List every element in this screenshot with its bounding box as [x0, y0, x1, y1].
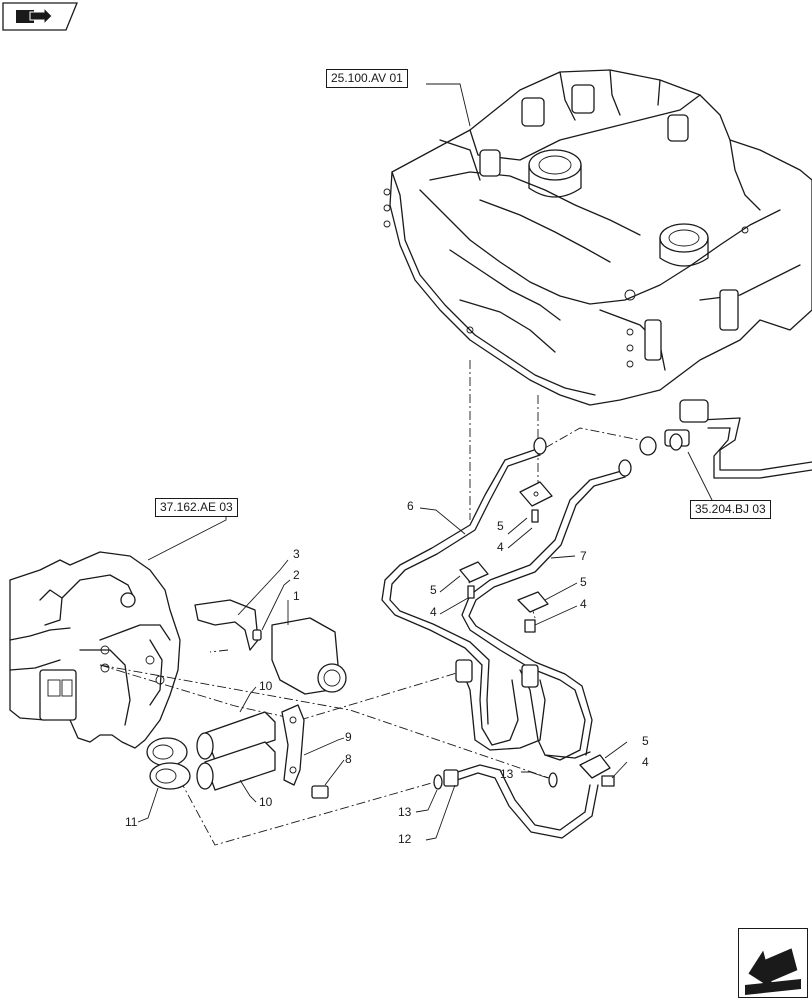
callout-5-c: 5 [580, 575, 587, 589]
callout-8: 8 [345, 752, 352, 766]
callout-10-upper: 10 [259, 679, 273, 693]
callout-11: 11 [125, 815, 138, 829]
callout-13-right: 13 [500, 767, 514, 781]
callout-labels: 3 2 1 10 9 8 10 11 6 5 4 7 5 4 5 4 5 4 1… [125, 499, 649, 846]
callout-13-left: 13 [398, 805, 412, 819]
top-nav-button[interactable] [2, 2, 78, 31]
callout-5-b: 5 [430, 583, 437, 597]
callout-5-a: 5 [497, 519, 504, 533]
callout-7: 7 [580, 549, 587, 563]
front-axle-support-frame [383, 69, 812, 406]
callout-12: 12 [398, 832, 412, 846]
folder-arrow-icon [2, 2, 78, 31]
reference-valve[interactable]: 35.204.BJ 03 [690, 500, 771, 519]
callout-4-d: 4 [642, 755, 649, 769]
reference-frame[interactable]: 25.100.AV 01 [326, 69, 408, 88]
hydraulic-pipes [381, 437, 632, 761]
valve-fitting [639, 399, 812, 479]
callout-10-lower: 10 [259, 795, 273, 809]
clip-brackets [433, 481, 615, 790]
callout-5-d: 5 [642, 734, 649, 748]
arrow-return-icon [745, 946, 801, 995]
callout-2: 2 [293, 568, 300, 582]
reference-hitch[interactable]: 37.162.AE 03 [155, 498, 238, 517]
callout-9: 9 [345, 730, 352, 744]
callout-4-c: 4 [580, 597, 587, 611]
hose [443, 764, 599, 839]
callout-4-a: 4 [497, 540, 504, 554]
quick-coupler-parts [146, 599, 347, 799]
callout-4-b: 4 [430, 605, 437, 619]
callout-3: 3 [293, 547, 300, 561]
callout-6: 6 [407, 499, 414, 513]
return-button[interactable] [738, 928, 808, 998]
callout-1: 1 [293, 589, 300, 603]
rear-hitch-casting [9, 551, 181, 749]
